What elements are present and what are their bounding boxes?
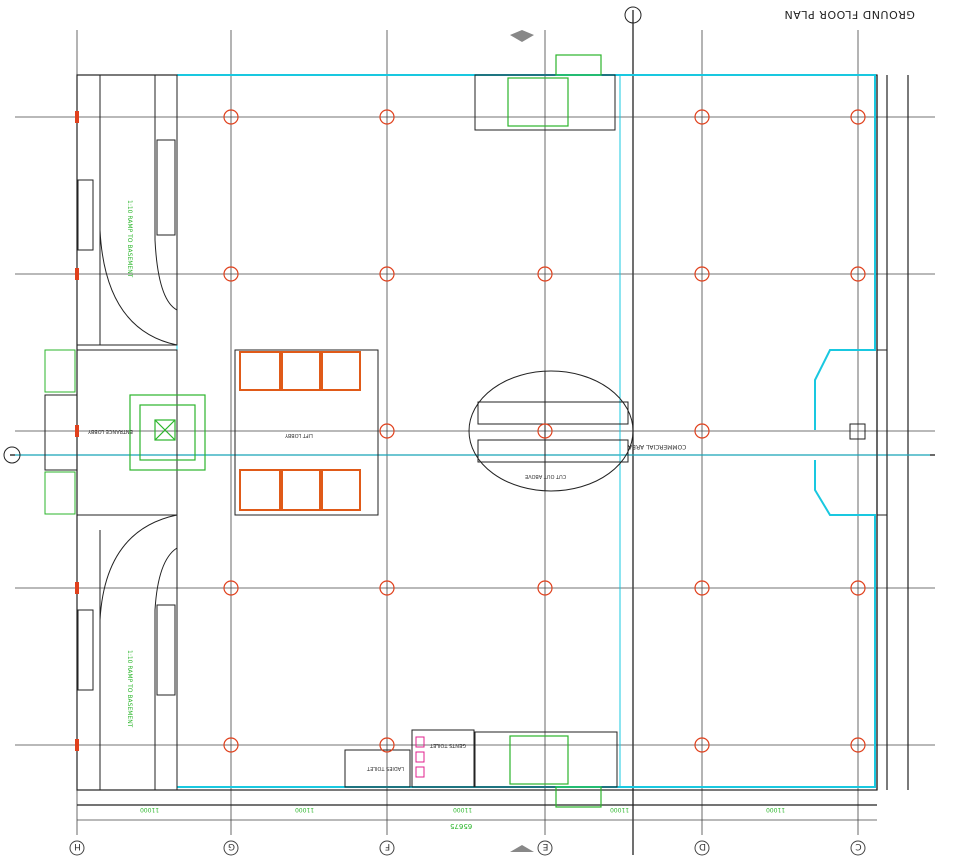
top-stair (507, 54, 602, 127)
lift-cars (239, 351, 361, 511)
bottom-stair-core (344, 729, 618, 788)
grid-label-e: E (542, 841, 549, 851)
ramp-upper (76, 74, 178, 346)
escalator-cutout (468, 370, 634, 492)
section-markers (3, 6, 642, 852)
overall-dimension: 65675 (450, 822, 473, 830)
vertical-grid-lines (76, 10, 859, 855)
commercial-area-label: COMMERCIAL AREA (628, 443, 687, 450)
ladies-toilet-label: LADIES TOILET (367, 765, 405, 771)
right-entrance (849, 349, 888, 516)
gents-toilet-label: GENTS TOILET (430, 742, 467, 748)
grid-label-c: C (855, 841, 862, 851)
entrance-steps (44, 349, 76, 515)
top-stair-core (474, 74, 616, 131)
bay-dimension-1: 11000 (140, 806, 160, 813)
bay-dimension-4: 11000 (610, 806, 630, 813)
lift-lobby-label: LIFT LOBBY (285, 432, 313, 438)
bottom-stair (509, 735, 602, 808)
central-stair (129, 394, 206, 471)
bay-dimension-3: 11000 (453, 806, 473, 813)
grid-label-circles (69, 840, 866, 856)
grid-label-d: D (699, 841, 706, 851)
title-visible: GROUND FLOOR PLAN (784, 8, 915, 21)
cut-out-label: CUT OUT ABOVE (525, 473, 567, 479)
columns (223, 109, 866, 753)
entrance-lobby-label: ENTRANCE LOBBY (88, 428, 133, 434)
horizontal-grid-lines (10, 116, 935, 746)
grid-label-f: F (384, 841, 391, 851)
bay-dimension-5: 11000 (766, 806, 786, 813)
toilet-fixtures (415, 736, 425, 778)
wall-columns (75, 111, 79, 751)
ramp-label-upper: 1:10 RAMP TO BASEMENT (126, 200, 133, 278)
ramp-label-lower: 1:10 RAMP TO BASEMENT (126, 650, 133, 728)
lift-lobby (234, 349, 379, 516)
bay-dimension-2: 11000 (295, 806, 315, 813)
grid-label-g: G (228, 841, 235, 851)
grid-label-h: H (74, 841, 81, 851)
